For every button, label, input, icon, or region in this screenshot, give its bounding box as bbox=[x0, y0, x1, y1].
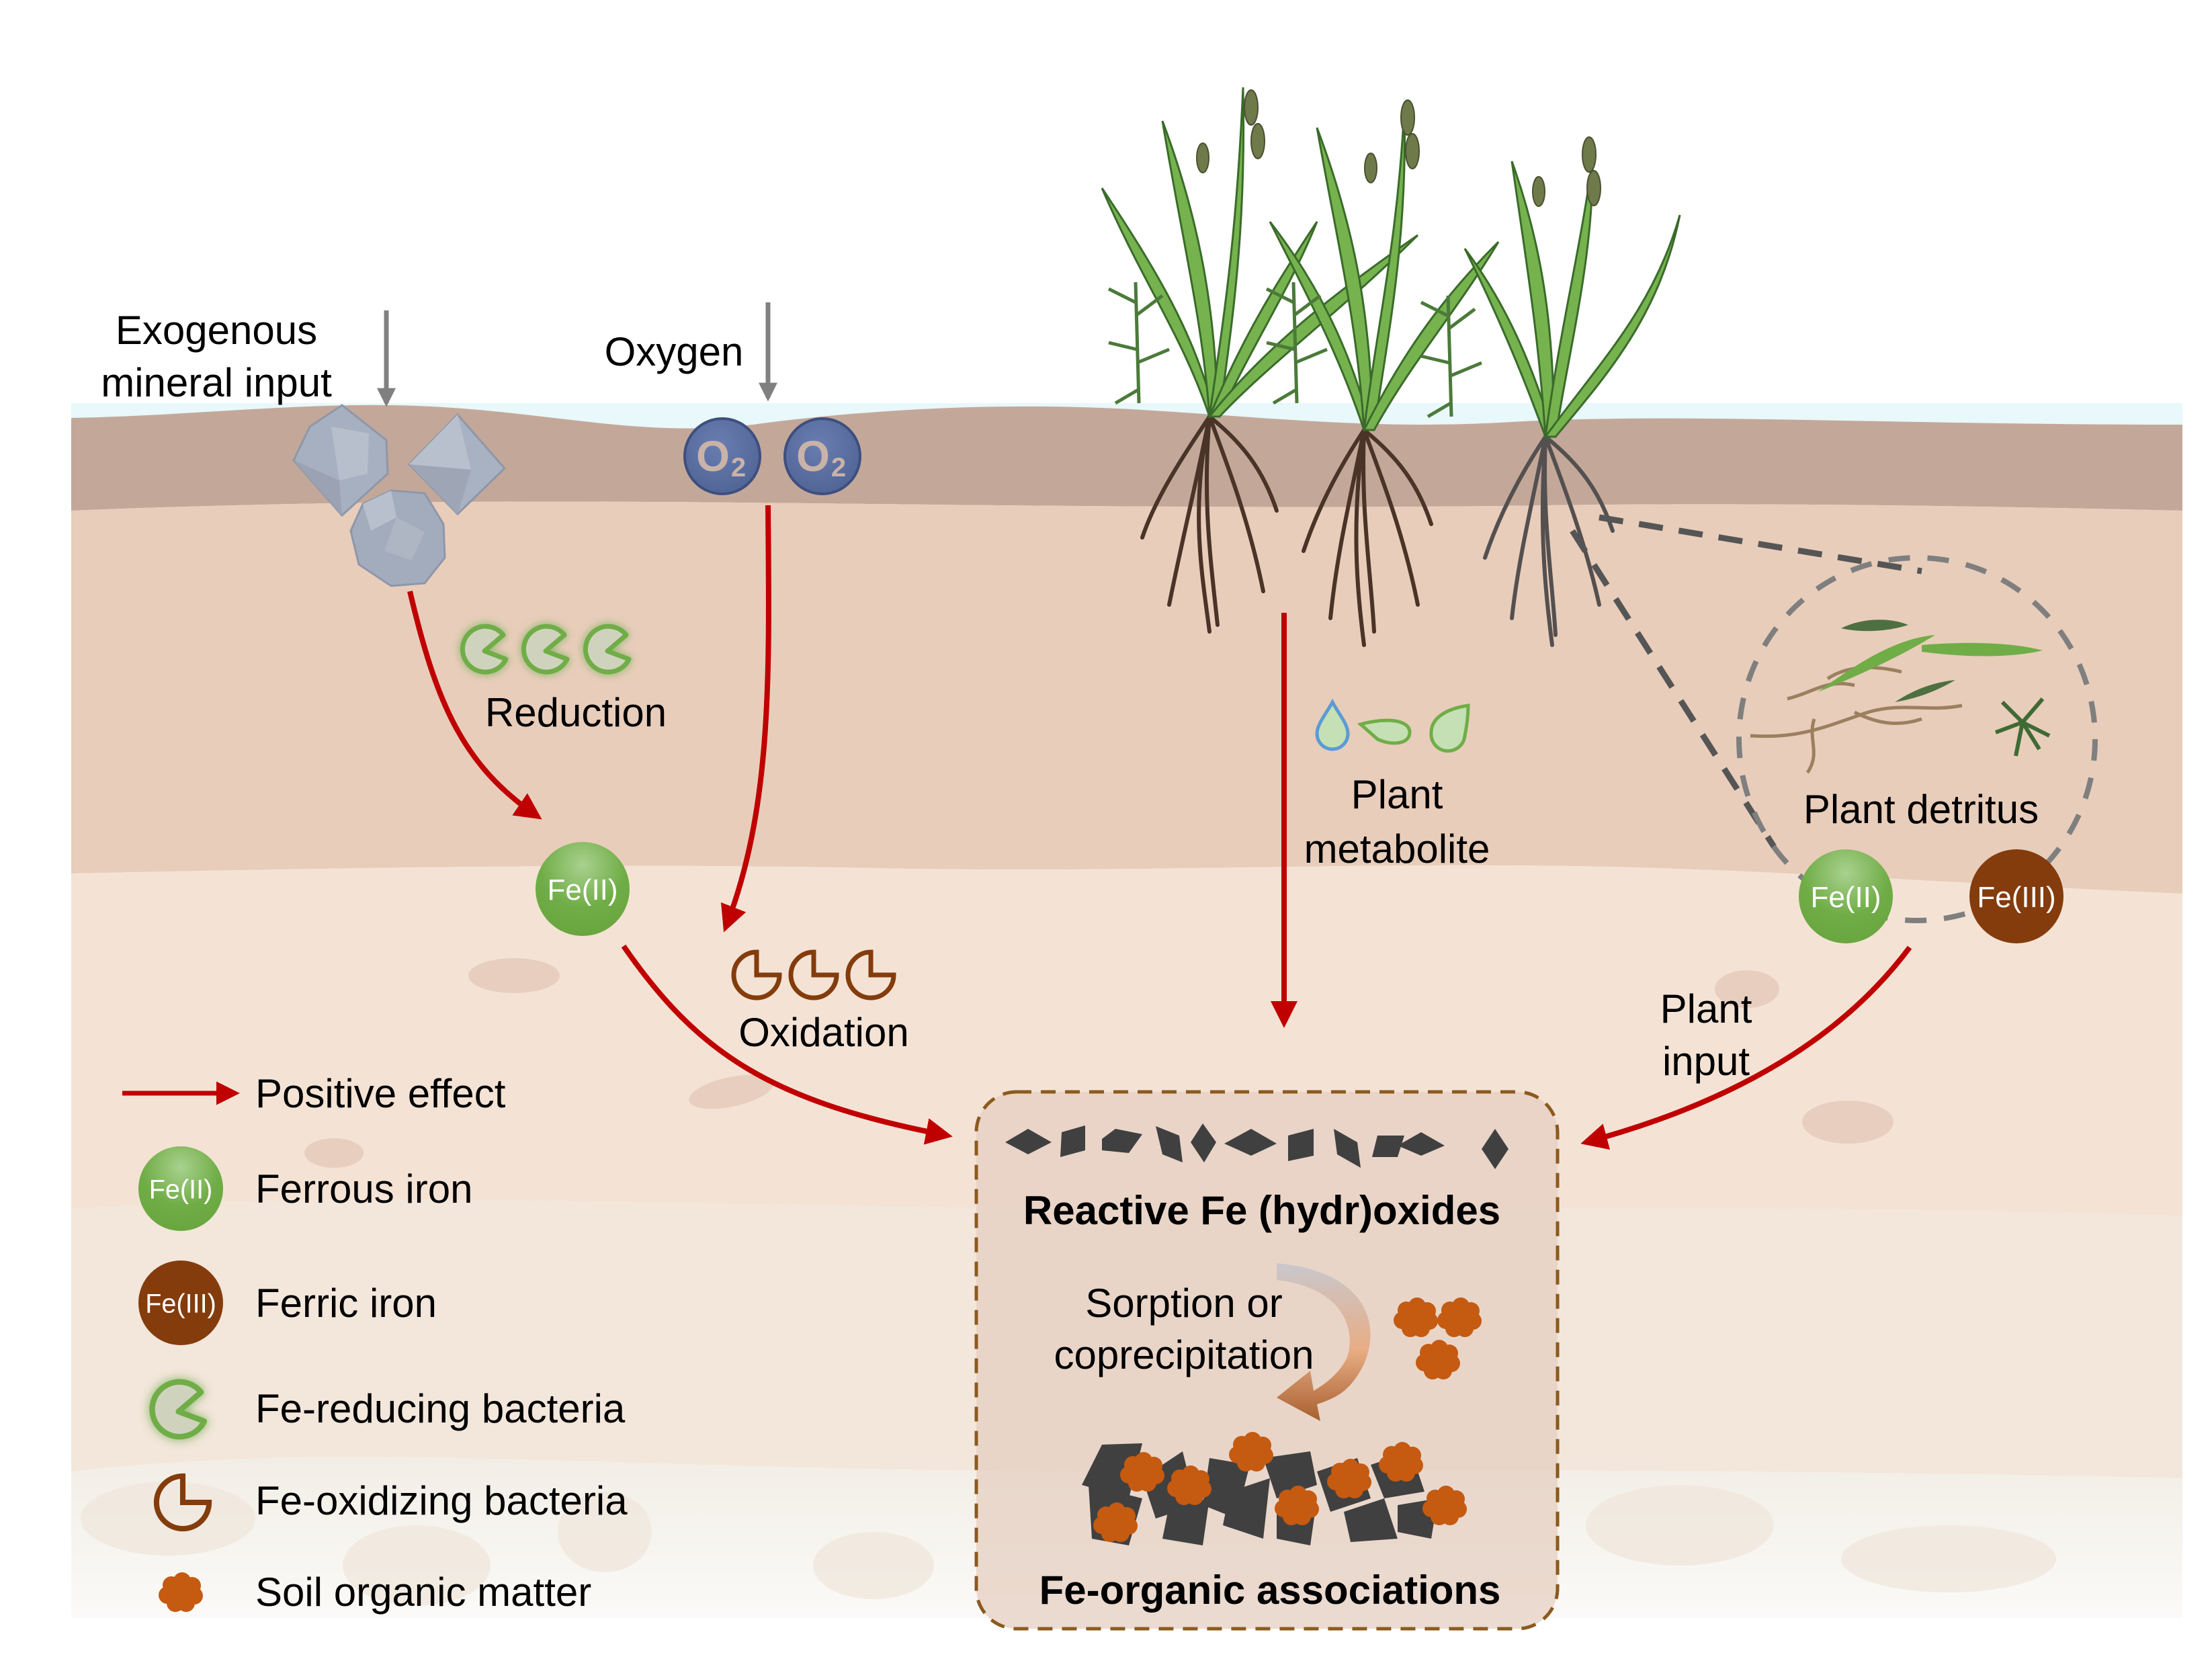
topsoil-dark-layer bbox=[71, 404, 2182, 511]
zoom-guide-line bbox=[1599, 514, 1922, 574]
plant-input-arrow bbox=[1580, 945, 1912, 1150]
plant-roots bbox=[1140, 415, 1433, 647]
reduction-pathway: Reduction Fe(II) bbox=[407, 591, 953, 1145]
oxidation-label: Oxidation bbox=[738, 1010, 908, 1055]
plant-detritus-zoom-circle bbox=[1736, 555, 2098, 923]
reduction-label: Reduction bbox=[485, 690, 667, 735]
plant-input-label-line2: input bbox=[1662, 1039, 1750, 1084]
ferrous-iron-node: Fe(II) bbox=[536, 842, 630, 936]
fe-organic-aggregate bbox=[1082, 1432, 1467, 1545]
plant-metabolite-pathway: Plant metabolite bbox=[1271, 613, 1490, 1028]
fe-oxide-crystals-row bbox=[1005, 1123, 1508, 1169]
sorption-arrow bbox=[1277, 1263, 1371, 1421]
fe2-to-box-arrow bbox=[621, 944, 953, 1145]
svg-text:2: 2 bbox=[831, 453, 846, 482]
metabolite-seed-icon bbox=[1429, 703, 1470, 753]
plant-metabolite-label-line1: Plant bbox=[1351, 772, 1443, 817]
svg-text:O: O bbox=[796, 432, 830, 480]
legend-item-ferric-iron: Fe(III) Ferric iron bbox=[138, 1261, 437, 1345]
sorption-label-line2: coprecipitation bbox=[1054, 1332, 1314, 1377]
oxidation-pathway: Oxidation bbox=[720, 505, 909, 1055]
mineral-crystal-rhombic-icon bbox=[292, 404, 389, 517]
legend-label: Fe-oxidizing bacteria bbox=[255, 1478, 628, 1523]
reduction-arrow bbox=[407, 591, 542, 820]
oxygen-label: Oxygen bbox=[605, 329, 744, 374]
mineral-crystal-octahedron-icon bbox=[407, 413, 507, 516]
fe-organic-associations-label: Fe-organic associations bbox=[1039, 1568, 1501, 1613]
fe3-circle-icon: Fe(III) bbox=[138, 1261, 223, 1345]
legend-label: Positive effect bbox=[255, 1071, 506, 1116]
plant-seed-heads bbox=[1196, 89, 1601, 207]
fe2-circle-icon: Fe(II) bbox=[138, 1146, 223, 1231]
legend-label: Soil organic matter bbox=[255, 1570, 591, 1615]
plant-detritus-group: Plant detritus Fe(II) Fe(III) Plant inpu… bbox=[1570, 514, 2098, 1150]
legend-label: Fe-reducing bacteria bbox=[255, 1386, 626, 1431]
plant-input-label-line1: Plant bbox=[1660, 986, 1752, 1031]
detritus-leaf-icon bbox=[1818, 635, 1935, 692]
legend-item-fe-oxidizing-bacteria: Fe-oxidizing bacteria bbox=[157, 1476, 628, 1529]
fe-organic-association-box: Reactive Fe (hydr)oxides Sorption or cop… bbox=[974, 1090, 1560, 1631]
zoom-guide-line bbox=[1570, 529, 1777, 849]
oxygen-molecule-icon: O 2 bbox=[683, 417, 761, 495]
legend-item-ferrous-iron: Fe(II) Ferrous iron bbox=[138, 1146, 472, 1231]
soil-layer-2 bbox=[71, 501, 2182, 894]
mineral-input-label-line1: Exogenous bbox=[116, 308, 317, 353]
reactive-fe-label: Reactive Fe (hydr)oxides bbox=[1023, 1188, 1500, 1233]
svg-text:Fe(III): Fe(III) bbox=[145, 1289, 216, 1318]
mineral-crystal-polyhedron-icon bbox=[349, 489, 446, 587]
legend-label: Ferrous iron bbox=[255, 1166, 472, 1211]
detritus-leaf-icon bbox=[1922, 642, 2043, 656]
svg-text:Fe(III): Fe(III) bbox=[1977, 881, 2055, 914]
metabolite-leaf-icon bbox=[1357, 718, 1412, 745]
legend-item-soil-organic-matter: Soil organic matter bbox=[159, 1570, 591, 1615]
svg-text:2: 2 bbox=[731, 453, 746, 482]
legend-item-positive-effect: Positive effect bbox=[122, 1071, 506, 1116]
plants-group bbox=[1101, 87, 1681, 647]
oxygen-molecule-icon: O 2 bbox=[783, 417, 861, 495]
svg-text:Fe(II): Fe(II) bbox=[1810, 881, 1881, 914]
oxidation-arrow bbox=[720, 505, 771, 933]
detritus-spike-icon bbox=[1895, 680, 1955, 702]
small-herbs bbox=[1107, 282, 1482, 419]
detritus-ferrous-iron-node: Fe(II) bbox=[1799, 849, 1893, 943]
legend: Positive effect Fe(II) Ferrous iron Fe(I… bbox=[122, 1071, 628, 1615]
detritus-herb-icon bbox=[1994, 697, 2051, 757]
plant-detritus-label: Plant detritus bbox=[1803, 787, 2039, 832]
detritus-ferric-iron-node: Fe(III) bbox=[1969, 849, 2064, 943]
soil-layer-3 bbox=[71, 865, 2182, 1216]
sorption-label-line1: Sorption or bbox=[1085, 1281, 1283, 1326]
legend-item-fe-reducing-bacteria: Fe-reducing bacteria bbox=[152, 1382, 626, 1437]
mineral-input-group: Exogenous mineral input Oxygen O 2 O bbox=[101, 302, 861, 587]
soil-pebbles bbox=[304, 958, 1894, 1168]
svg-text:Fe(II): Fe(II) bbox=[149, 1175, 213, 1204]
plant-leaves bbox=[1101, 87, 1681, 438]
svg-text:O: O bbox=[696, 432, 730, 480]
soil-pebbles-light bbox=[81, 1482, 2056, 1606]
plant-metabolite-label-line2: metabolite bbox=[1304, 826, 1490, 871]
metabolite-droplet-icon bbox=[1315, 698, 1350, 751]
detritus-spike-icon bbox=[1841, 620, 1908, 632]
svg-text:Fe(II): Fe(II) bbox=[547, 873, 618, 906]
legend-label: Ferric iron bbox=[255, 1281, 437, 1326]
mineral-input-label-line2: mineral input bbox=[101, 360, 332, 405]
